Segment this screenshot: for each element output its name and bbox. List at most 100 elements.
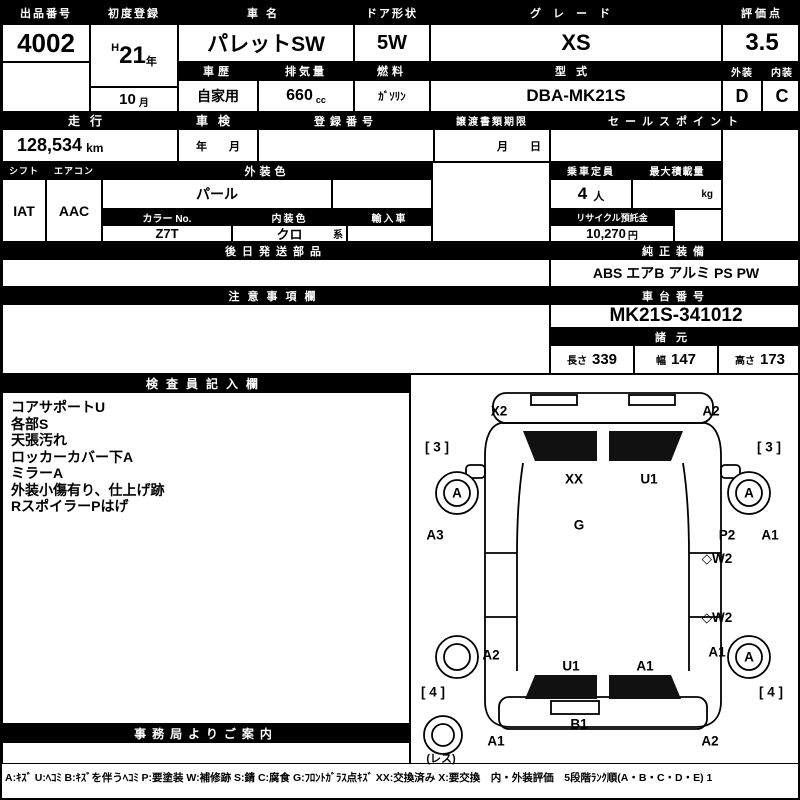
sales-point-area — [550, 129, 722, 162]
interior-color-value: クロ 系 — [232, 225, 347, 242]
legend-text: A:ｷｽﾞ U:ﾍｺﾐ B:ｷｽﾞを伴うﾍｺﾐ P:要塗装 W:補修跡 S:錆 … — [5, 772, 713, 784]
fuel-header: 燃料 — [354, 62, 430, 80]
exterior-grade: D — [722, 80, 762, 112]
sales-point-area-right — [722, 129, 798, 242]
damage-mark: B1 — [570, 716, 588, 732]
inspection-value: 年 月 — [178, 129, 258, 162]
glass-panels — [523, 431, 683, 699]
lot-number-header: 出品番号 — [2, 2, 90, 24]
interior-color-name: クロ — [276, 227, 303, 242]
damage-mark: [ 4 ] — [420, 684, 446, 700]
mileage-header: 走行 — [2, 112, 178, 129]
capacity-value: 4 人 — [550, 179, 632, 209]
inspection-header: 車検 — [178, 112, 258, 129]
wheels — [423, 471, 771, 755]
width-value: 147 — [670, 351, 697, 368]
capacity-header: 乗車定員 — [550, 162, 632, 179]
damage-mark: P2 — [718, 527, 736, 543]
damage-mark: ◇W2 — [701, 610, 733, 625]
caution-area — [2, 304, 550, 374]
damage-mark: U1 — [640, 471, 658, 487]
length-value: 339 — [591, 351, 618, 368]
recycle-value: 10,270 円 — [550, 225, 674, 242]
grade-value: XS — [430, 24, 722, 62]
era-letter: H — [111, 41, 120, 54]
registration-number-value — [258, 129, 434, 162]
door-shape-value: 5W — [354, 24, 430, 62]
interior-color-header: 内装色 — [232, 209, 347, 225]
aircon-value: AAC — [46, 179, 102, 242]
recycle-header: リサイクル預託金 — [550, 209, 674, 225]
score-value: 3.5 — [722, 24, 798, 62]
recycle-unit: 円 — [627, 231, 638, 242]
history-header: 車歴 — [178, 62, 258, 80]
damage-mark: G — [573, 517, 585, 533]
year-unit: 年 — [145, 55, 157, 68]
later-parts-header: 後日発送部品 — [2, 242, 550, 259]
height-value: 173 — [759, 351, 786, 368]
interior-header: 内装 — [762, 62, 798, 80]
exterior-color-header: 外装色 — [102, 162, 432, 179]
inspector-note-line: ミラーA — [11, 465, 64, 481]
displacement-number: 660 — [286, 87, 313, 104]
later-parts-area — [2, 259, 550, 287]
transfer-deadline-value: 月 日 — [434, 129, 550, 162]
equipment-value: ABS エアB アルミ PS PW — [550, 259, 798, 287]
inspector-header: 検査員記入欄 — [2, 374, 410, 392]
import-car-header: 輸入車 — [347, 209, 432, 225]
first-registration-header: 初度登録 — [90, 2, 178, 24]
chassis-header: 車台番号 — [550, 287, 798, 304]
model-header: 型式 — [430, 62, 722, 80]
damage-mark: A — [744, 649, 754, 665]
grade-header: グレード — [430, 2, 722, 24]
exterior-header: 外装 — [722, 62, 762, 80]
damage-mark: A2 — [482, 647, 500, 663]
door-shape-header: ドア形状 — [354, 2, 430, 24]
max-load-header: 最大積載量 — [632, 162, 722, 179]
spec-header: 諸元 — [550, 328, 798, 345]
color-number-header: カラー No. — [102, 209, 232, 225]
model-value: DBA-MK21S — [430, 80, 722, 112]
displacement-unit: cc — [315, 95, 326, 105]
damage-mark: [ 3 ] — [756, 439, 782, 455]
damage-mark: A2 — [702, 403, 720, 419]
height-label: 高さ — [734, 356, 755, 367]
mileage-unit: km — [86, 140, 104, 155]
lot-number-blank — [2, 62, 90, 112]
first-registration-year: 21 — [119, 41, 146, 69]
mileage-number: 128,534 — [17, 135, 83, 155]
first-registration-month: 10 月 — [90, 87, 178, 112]
car-outline — [465, 392, 741, 730]
inspector-note-line: 外装小傷有り、仕上げ跡 — [11, 481, 165, 498]
max-load-value: kg — [632, 179, 722, 209]
inspector-note-line: 天張汚れ — [11, 432, 67, 448]
width-label: 幅 — [655, 356, 666, 367]
score-header: 評価点 — [722, 2, 798, 24]
capacity-unit: 人 — [593, 191, 605, 203]
month-unit: 月 — [138, 98, 149, 109]
damage-mark: A — [744, 485, 754, 501]
office-header: 事務局よりご案内 — [2, 724, 410, 742]
damage-mark: (レス) — [426, 753, 456, 765]
inspector-note-line: コアサポートU — [11, 399, 106, 415]
damage-mark: X2 — [490, 403, 508, 419]
interior-color-suffix: 系 — [333, 230, 343, 241]
damage-mark: A3 — [426, 527, 444, 543]
chassis-value: MK21S-341012 — [550, 304, 798, 328]
import-car-value — [347, 225, 432, 242]
damage-mark: [ 4 ] — [758, 684, 784, 700]
dimension-height: 高さ 173 — [718, 345, 798, 374]
exterior-color-blank — [332, 179, 432, 209]
month-value: 10 — [119, 91, 136, 108]
length-label: 長さ — [566, 356, 587, 367]
lot-number-value: 4002 — [2, 24, 90, 62]
dimension-length: 長さ 339 — [550, 345, 634, 374]
mileage-value: 128,534 km — [2, 129, 178, 162]
damage-mark: A1 — [487, 733, 505, 749]
inspector-note-line: ロッカーカバー下A — [11, 448, 134, 465]
aircon-header: エアコン — [46, 162, 102, 179]
mid-blank — [432, 162, 550, 242]
inspector-note-line: RスポイラーPはげ — [11, 498, 129, 514]
